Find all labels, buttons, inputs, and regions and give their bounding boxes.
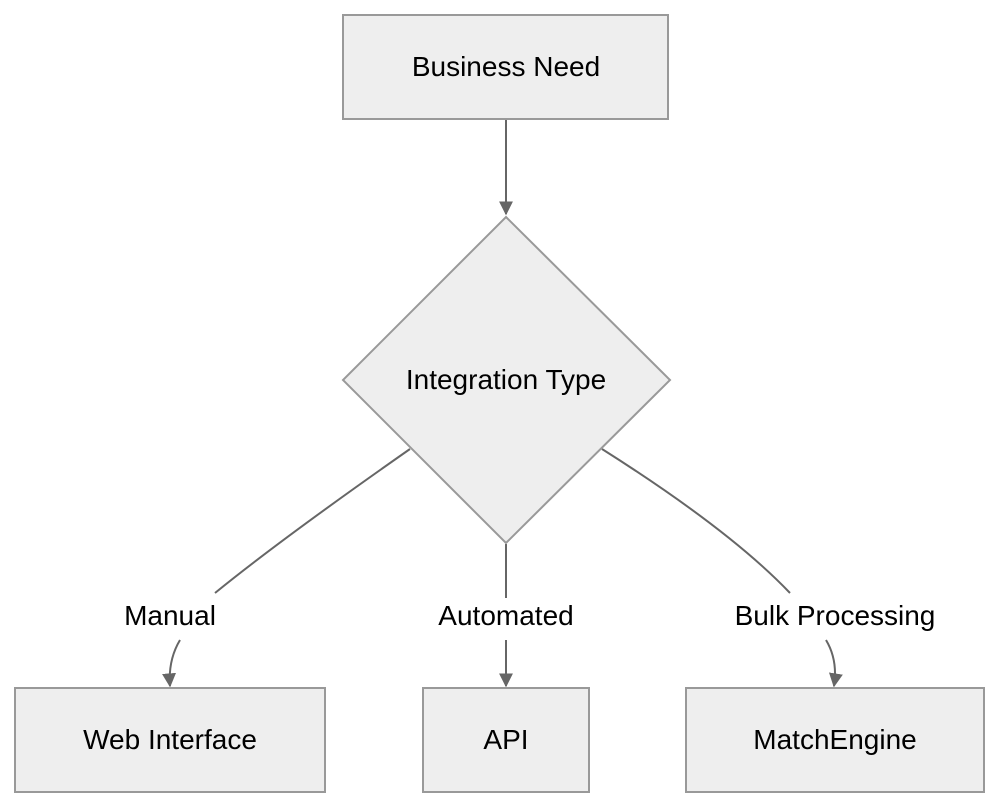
node-integration-type — [341, 215, 672, 545]
edge-label-manual: Manual — [120, 598, 220, 634]
node-business-need — [342, 14, 669, 120]
edge-manual — [170, 448, 411, 686]
edge-label-bulk-processing: Bulk Processing — [730, 598, 940, 634]
api-label: API — [483, 724, 529, 755]
integration-type-label: Integration Type — [405, 364, 607, 395]
node-web-interface — [14, 687, 326, 793]
edge-label-automated: Automated — [434, 598, 578, 634]
web-interface-label: Web Interface — [83, 724, 257, 755]
edge-bulk-processing — [601, 448, 835, 686]
match-engine-label: MatchEngine — [753, 724, 917, 755]
node-api — [422, 687, 590, 793]
business-need-label: Business Need — [411, 51, 601, 82]
node-match-engine — [685, 687, 985, 793]
